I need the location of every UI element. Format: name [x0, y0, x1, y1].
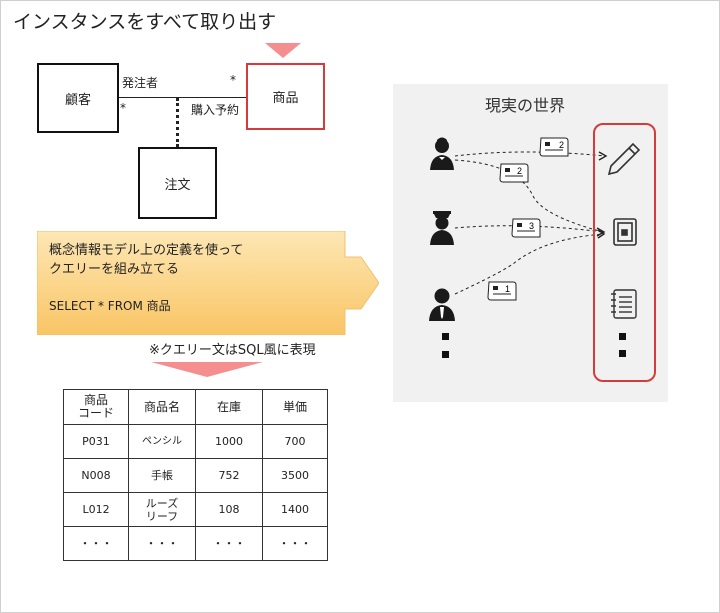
order-voucher-icon: 3 [511, 218, 541, 238]
cell-stock: 108 [195, 492, 263, 527]
role-reservation: 購入予約 [191, 103, 240, 117]
voucher-number: 2 [517, 166, 522, 176]
multiplicity-product: * [230, 73, 236, 87]
cell-name: ルーズ リーフ [128, 492, 196, 527]
waiter-person-icon [430, 137, 454, 170]
table-row: N008 手帳 752 3500 [63, 458, 328, 493]
header-code-text: 商品 コード [77, 393, 114, 420]
dashed-arrows [454, 151, 606, 295]
col-header-name: 商品名 [128, 389, 196, 425]
voucher-number: 2 [559, 140, 564, 150]
cell-name: ・・・ [128, 526, 196, 561]
callout-line2: クエリーを組み立てる [49, 262, 180, 277]
arrow-heads [596, 151, 608, 239]
col-header-stock: 在庫 [195, 389, 263, 425]
entity-order: 注文 [138, 147, 217, 219]
col-header-code: 商品 コード [63, 389, 129, 425]
ellipsis-dot [619, 333, 626, 340]
query-note: ※クエリー文はSQL風に表現 [149, 343, 316, 358]
ellipsis-dot [619, 350, 626, 357]
entity-product-label: 商品 [272, 91, 299, 106]
real-world-scene: 2 2 3 1 [429, 123, 656, 382]
table-row: L012 ルーズ リーフ 108 1400 [63, 492, 328, 527]
order-voucher-icon: 1 [487, 281, 517, 301]
header-name-text: 商品名 [143, 399, 180, 414]
cell-stock: 752 [195, 458, 263, 493]
cell-code: ・・・ [63, 526, 129, 561]
role-orderer: 発注者 [122, 76, 159, 90]
cell-code: N008 [63, 458, 129, 493]
multiplicity-customer: * [120, 101, 126, 115]
cell-name: ペンシル [128, 424, 196, 459]
businessman-person-icon [429, 288, 455, 321]
real-world-title: 現実の世界 [485, 96, 566, 115]
callout-arrow-shape [37, 231, 379, 335]
dashed-arrow [454, 233, 604, 295]
cell-price: 3500 [262, 458, 328, 493]
cell-stock: ・・・ [195, 526, 263, 561]
order-voucher-icon: 2 [539, 137, 569, 157]
voucher-number: 3 [529, 221, 534, 231]
entity-order-label: 注文 [164, 177, 191, 193]
entity-product: 商品 [246, 63, 325, 130]
col-header-price: 単価 [262, 389, 328, 425]
cell-stock: 1000 [195, 424, 263, 459]
real-world-panel: 現実の世界 [393, 84, 668, 402]
ellipsis-dot [442, 333, 449, 340]
ellipsis-dot [442, 351, 449, 358]
police-person-icon [430, 211, 454, 245]
table-row: ・・・ ・・・ ・・・ ・・・ [63, 526, 328, 561]
cell-price: 700 [262, 424, 328, 459]
entity-customer-label: 顧客 [64, 92, 91, 108]
cell-code: L012 [63, 492, 129, 527]
order-voucher-icon: 2 [499, 163, 529, 183]
cell-price: ・・・ [262, 526, 328, 561]
cell-price: 1400 [262, 492, 328, 527]
association-line [117, 97, 246, 98]
down-arrow-top [265, 43, 301, 58]
notebook-icon [613, 218, 637, 246]
cell-name: 手帳 [128, 458, 196, 493]
loose-leaf-icon [611, 289, 637, 319]
association-class-link [176, 98, 179, 147]
product-instances-highlight [593, 123, 656, 382]
pencil-icon [607, 142, 641, 176]
table-header-row: 商品 コード 商品名 在庫 単価 [63, 389, 328, 425]
voucher-number: 1 [505, 284, 510, 294]
down-arrow-result [151, 362, 263, 377]
callout-line1: 概念情報モデル上の定義を使って [49, 243, 244, 258]
result-table: 商品 コード 商品名 在庫 単価 P031 ペンシル 1000 700 N008… [63, 389, 328, 561]
query-callout: 概念情報モデル上の定義を使って クエリーを組み立てる SELECT * FROM… [37, 231, 379, 335]
sql-query: SELECT * FROM 商品 [49, 299, 171, 313]
arrow-head [598, 151, 608, 161]
header-price-text: 単価 [282, 399, 307, 414]
dashed-arrow [454, 151, 606, 157]
header-stock-text: 在庫 [216, 399, 241, 414]
page-title: インスタンスをすべて取り出す [13, 11, 277, 33]
entity-customer: 顧客 [37, 63, 119, 133]
table-row: P031 ペンシル 1000 700 [63, 424, 328, 459]
arrow-head [596, 227, 606, 237]
arrow-head [597, 229, 606, 239]
cell-code: P031 [63, 424, 129, 459]
